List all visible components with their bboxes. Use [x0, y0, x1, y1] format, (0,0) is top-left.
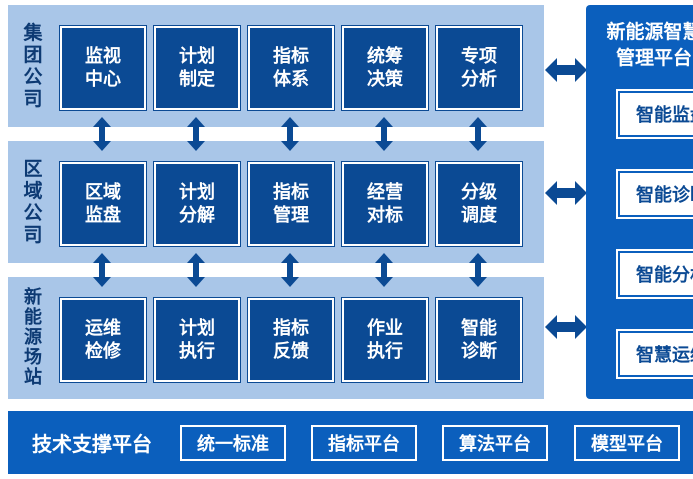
double-arrow-icon [187, 253, 205, 287]
function-box: 专项 分析 [436, 26, 522, 110]
function-box: 统筹 决策 [342, 26, 428, 110]
double-arrow-icon [469, 117, 487, 151]
bottom-title: 技术支撑平台 [32, 432, 152, 456]
tier-label: 新 能 源 场 站 [24, 287, 42, 388]
function-box: 计划 分解 [154, 162, 240, 246]
platform-item: 智能监盘 [616, 89, 693, 139]
double-arrow-icon [93, 117, 111, 151]
function-box: 计划 制定 [154, 26, 240, 110]
platform-item: 智慧运维 [616, 329, 693, 379]
function-box: 计划 执行 [154, 298, 240, 382]
function-box: 运维 检修 [60, 298, 146, 382]
function-box: 指标 体系 [248, 26, 334, 110]
function-box: 分级 调度 [436, 162, 522, 246]
function-box: 区域 监盘 [60, 162, 146, 246]
double-arrow-icon [375, 253, 393, 287]
double-arrow-icon [281, 253, 299, 287]
function-box: 指标 管理 [248, 162, 334, 246]
double-arrow-icon [545, 315, 587, 339]
double-arrow-icon [469, 253, 487, 287]
double-arrow-icon [545, 58, 587, 82]
function-box: 智能 诊断 [436, 298, 522, 382]
function-box: 指标 反馈 [248, 298, 334, 382]
function-box: 经营 对标 [342, 162, 428, 246]
double-arrow-icon [281, 117, 299, 151]
support-item: 统一标准 [180, 425, 286, 461]
support-item: 指标平台 [311, 425, 417, 461]
double-arrow-icon [545, 181, 587, 205]
support-item: 算法平台 [442, 425, 548, 461]
panel-title: 新能源智慧 管理平台 [606, 21, 693, 69]
double-arrow-icon [93, 253, 111, 287]
function-box: 监视 中心 [60, 26, 146, 110]
tech-support-platform-bar: 技术支撑平台 统一标准 指标平台 算法平台 模型平台 [8, 411, 693, 474]
support-item: 模型平台 [574, 425, 680, 461]
tier-label: 区 域 公 司 [23, 158, 43, 246]
tier-label: 集 团 公 司 [23, 22, 43, 110]
platform-item: 智能分析 [616, 249, 693, 299]
double-arrow-icon [187, 117, 205, 151]
function-box: 作业 执行 [342, 298, 428, 382]
double-arrow-icon [375, 117, 393, 151]
